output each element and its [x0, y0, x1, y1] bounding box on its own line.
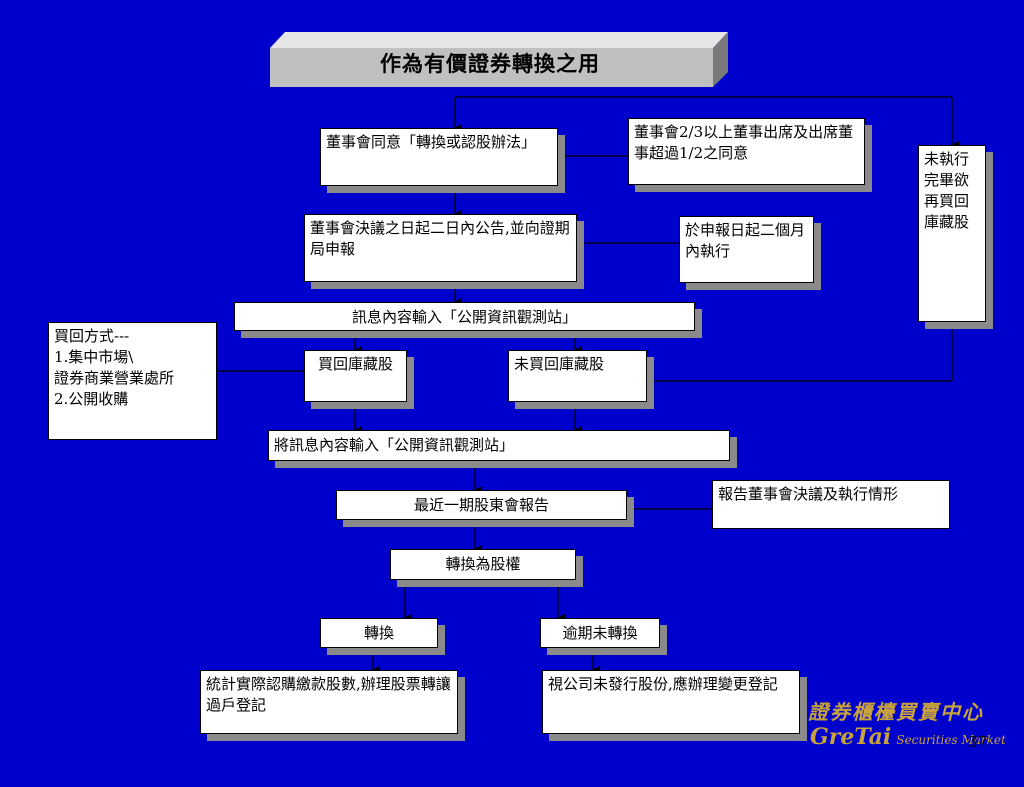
input2-box: 將訊息內容輸入「公開資訊觀測站」: [268, 430, 730, 461]
not-bought-box: 未買回庫藏股: [508, 350, 647, 402]
gretai-logo-subtitle: Securities Market: [896, 733, 1006, 747]
cancel-box: 視公司未發行股份,應辦理變更登記: [542, 670, 800, 734]
methods-box: 買回方式--- 1.集中市場\ 證券商業營業處所 2.公開收購: [48, 322, 217, 440]
gretai-logo-mark: GreTai: [810, 724, 892, 750]
converted-box: 轉換: [320, 618, 438, 648]
not-done-box: 未執行完畢欲再買回庫藏股: [918, 145, 986, 322]
page-number: 37: [968, 733, 988, 751]
board-consent-box: 董事會同意「轉換或認股辦法」: [320, 128, 558, 186]
bought-box: 買回庫藏股: [304, 350, 407, 402]
title-bar: [270, 32, 728, 87]
announce-box: 董事會決議之日起二日內公告,並向證期局申報: [304, 214, 577, 282]
page-title: 作為有價證券轉換之用: [380, 51, 600, 76]
input1-box: 訊息內容輸入「公開資訊觀測站」: [234, 302, 695, 331]
report-board-box: 報告董事會決議及執行情形: [712, 480, 950, 529]
gretai-logo-chinese: 證券櫃檯買賣中心: [808, 700, 984, 724]
execute-box: 於申報日起二個月內執行: [679, 216, 814, 283]
board-quorum-box: 董事會2/3以上董事出席及出席董事超過1/2之同意: [628, 118, 865, 185]
gretai-logo-english: GreTai Securities Market: [810, 724, 1006, 750]
convert-rights-box: 轉換為股權: [390, 549, 576, 580]
report-box: 最近一期股東會報告: [336, 490, 627, 520]
stats-box: 統計實際認購繳款股數,辦理股票轉讓過戶登記: [200, 670, 458, 734]
overdue-box: 逾期未轉換: [540, 618, 660, 648]
